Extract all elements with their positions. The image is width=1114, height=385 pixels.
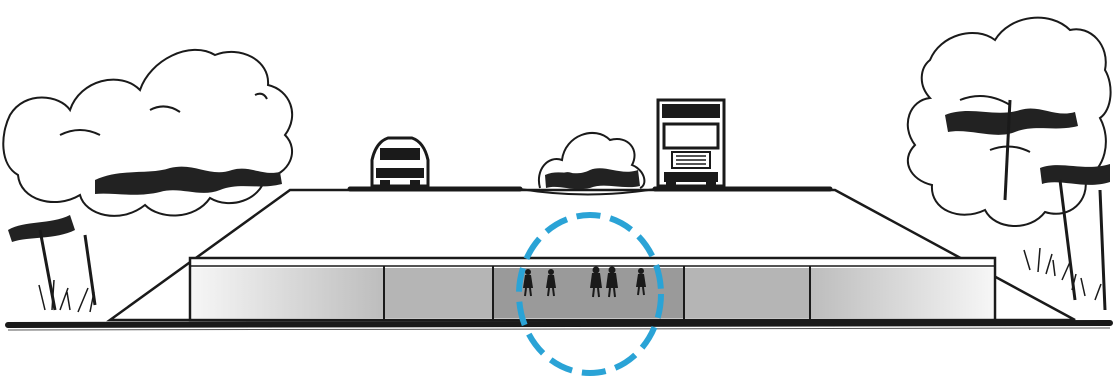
left-grass — [39, 280, 94, 312]
median-shrub-shadow — [545, 168, 640, 189]
car-icon — [372, 138, 428, 188]
right-grass — [1024, 248, 1101, 300]
right-foliage-shadow — [945, 108, 1110, 184]
right-tree-trunks — [1005, 100, 1105, 310]
ground-line — [8, 323, 1110, 325]
truck-icon — [658, 100, 724, 188]
underpass — [190, 258, 995, 320]
